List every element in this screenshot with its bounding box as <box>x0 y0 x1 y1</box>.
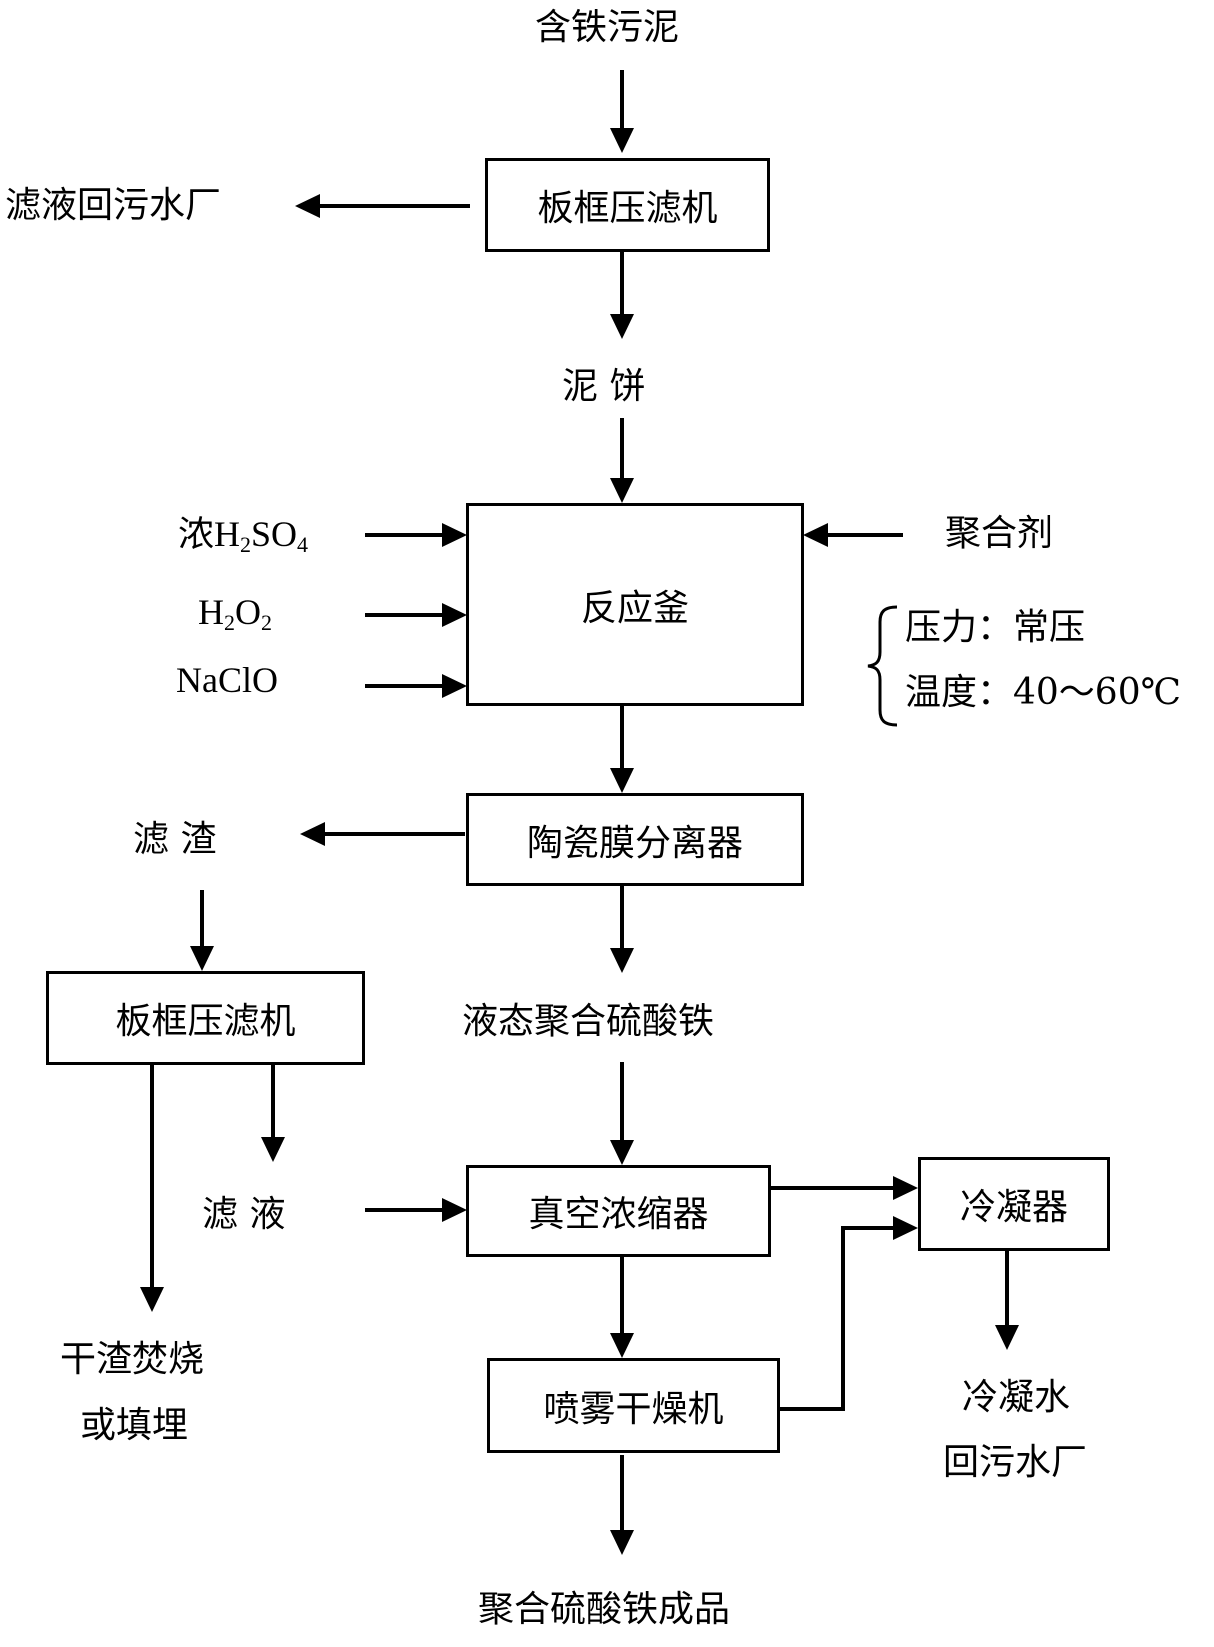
arrowhead <box>803 523 828 547</box>
arrowhead <box>610 128 634 153</box>
arrowhead <box>295 194 320 218</box>
arrowhead <box>610 948 634 973</box>
output-dry-residue-line2: 或填埋 <box>80 1405 189 1446</box>
node-condenser: 冷凝器 <box>918 1157 1110 1251</box>
condition-pressure: 压力：常压 <box>905 607 1086 648</box>
output-dry-residue-line1: 干渣焚烧 <box>60 1339 205 1380</box>
arrowhead <box>610 314 634 339</box>
arrowhead <box>442 603 467 627</box>
node-spray-dryer: 喷雾干燥机 <box>487 1358 780 1453</box>
intermediate-filtrate: 滤 液 <box>202 1194 286 1235</box>
arrowhead <box>893 1216 918 1240</box>
arrow-dryer-to-condenser <box>779 1226 893 1411</box>
arrowhead <box>190 946 214 971</box>
intermediate-filter-residue: 滤 渣 <box>133 819 217 860</box>
output-final-product: 聚合硫酸铁成品 <box>478 1589 731 1630</box>
intermediate-liquid-pfs: 液态聚合硫酸铁 <box>462 1001 715 1042</box>
arrowhead <box>442 523 467 547</box>
arrowhead <box>610 1140 634 1165</box>
condition-temperature: 温度：40～60℃ <box>905 672 1181 713</box>
output-filtrate-return: 滤液回污水厂 <box>5 185 222 226</box>
node-ceramic-separator: 陶瓷膜分离器 <box>466 793 804 886</box>
node-reactor: 反应釜 <box>466 503 804 706</box>
input-polymerizer: 聚合剂 <box>945 513 1054 554</box>
arrowhead <box>995 1325 1019 1350</box>
input-conc-h2so4: 浓H2SO4 <box>178 514 308 565</box>
node-ceramic-separator-label: 陶瓷膜分离器 <box>526 822 743 864</box>
conc-prefix: 浓 <box>178 514 215 555</box>
node-filter-press-2: 板框压滤机 <box>46 971 365 1065</box>
arrowhead <box>610 1333 634 1358</box>
arrowhead <box>140 1287 164 1312</box>
arrowhead <box>442 1198 467 1222</box>
node-filter-press-1-label: 板框压滤机 <box>537 188 718 229</box>
arrowhead <box>610 1530 634 1555</box>
node-reactor-label: 反应釜 <box>580 587 689 629</box>
node-filter-press-2-label: 板框压滤机 <box>115 1001 296 1042</box>
output-condensate-line2: 回污水厂 <box>943 1442 1088 1483</box>
arrowhead <box>610 478 634 503</box>
output-condensate-line1: 冷凝水 <box>962 1377 1071 1418</box>
input-h2o2: H2O2 <box>198 592 272 635</box>
node-condenser-label: 冷凝器 <box>959 1187 1068 1228</box>
node-spray-dryer-label: 喷雾干燥机 <box>543 1388 724 1430</box>
arrowhead <box>261 1137 285 1162</box>
input-iron-sludge: 含铁污泥 <box>535 7 680 48</box>
arrowhead <box>442 674 467 698</box>
node-filter-press-1: 板框压滤机 <box>485 158 770 252</box>
conditions-brace <box>867 605 898 727</box>
arrowhead <box>300 822 325 846</box>
intermediate-mud-cake: 泥 饼 <box>562 366 646 407</box>
arrowhead <box>610 768 634 793</box>
formula-h2so4: H2SO4 <box>214 514 309 557</box>
node-vacuum-concentrator: 真空浓缩器 <box>466 1165 771 1257</box>
node-vacuum-concentrator-label: 真空浓缩器 <box>528 1194 709 1235</box>
input-naclo: NaClO <box>176 660 278 700</box>
arrowhead <box>893 1176 918 1200</box>
